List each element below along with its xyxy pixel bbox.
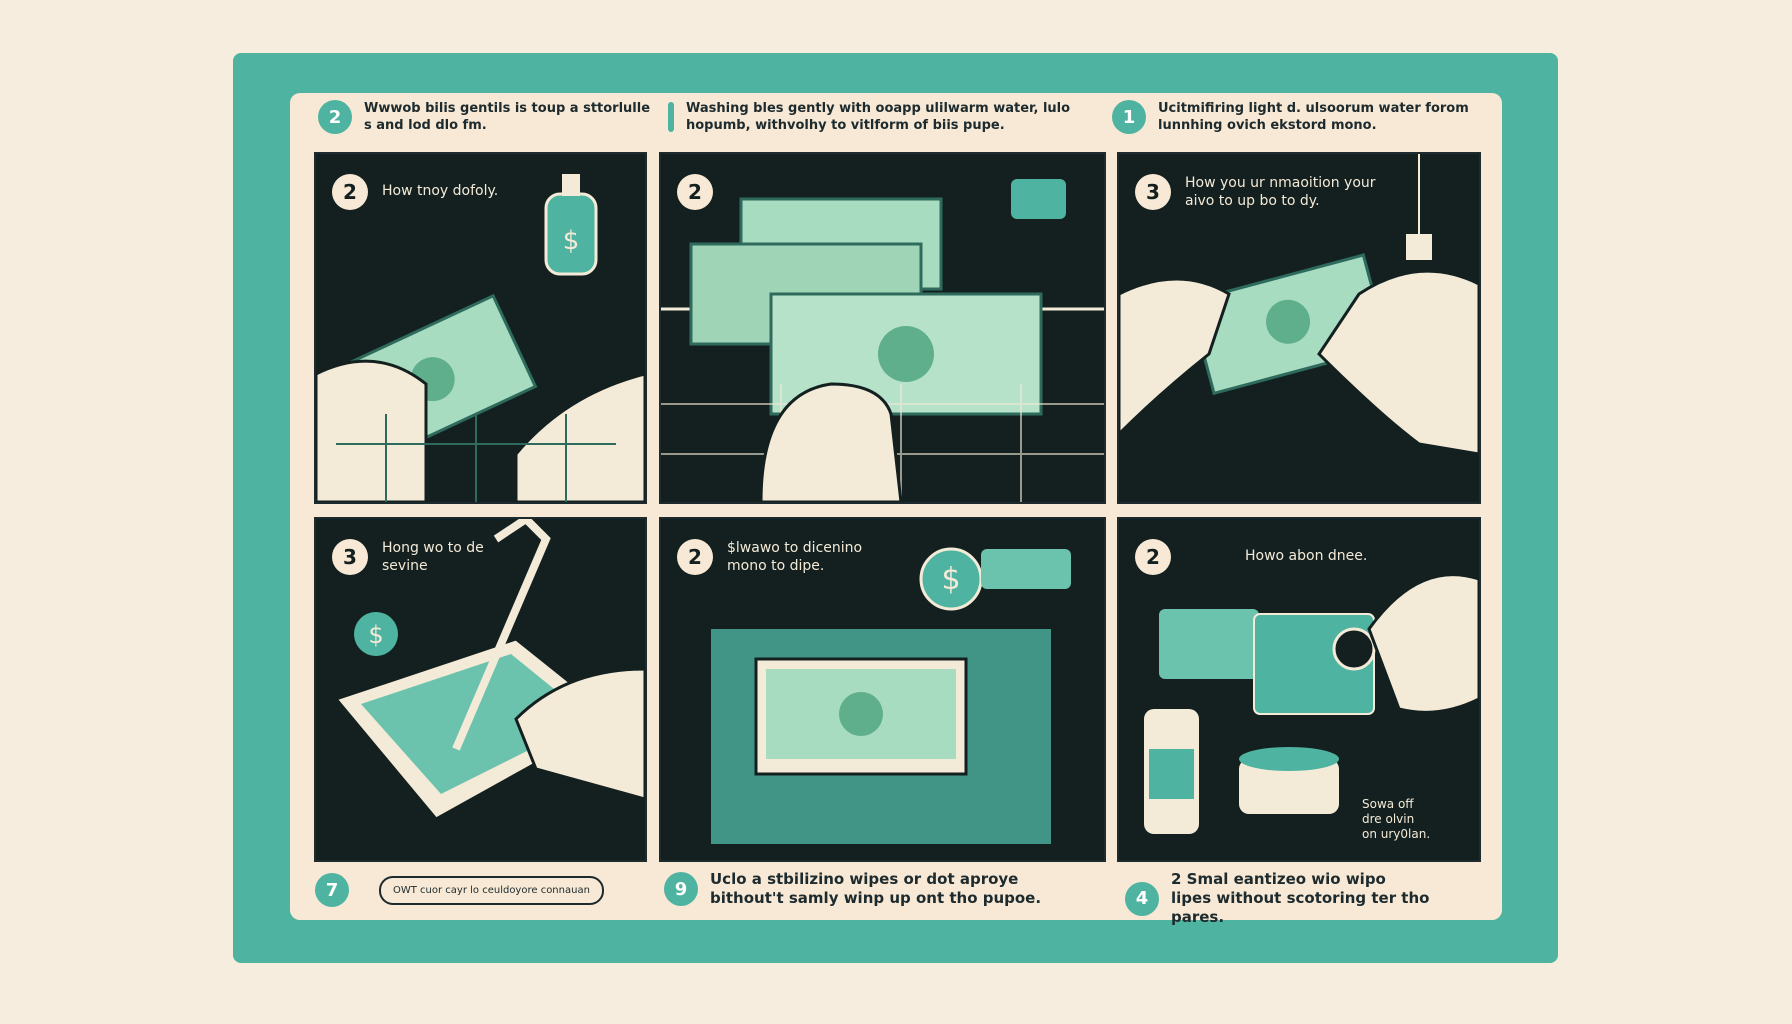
caption-text: Uclo a stbilizino wipes or dot aproye bi… bbox=[710, 870, 1042, 907]
step-badge: 1 bbox=[1112, 100, 1146, 134]
caption-text: Washing bles gently with ooapp ulilwarm … bbox=[686, 101, 1071, 133]
panel-text: $lwawo to dicenino mono to dipe. bbox=[727, 540, 863, 574]
panel-soak-tray: 3 Hong wo to de sevine $ bbox=[314, 517, 647, 862]
accent-bar bbox=[668, 102, 674, 132]
panel-uv-bill: 2 $lwawo to dicenino mono to dipe. $ bbox=[659, 517, 1106, 862]
spray-and-wipes-illustration bbox=[1144, 573, 1479, 834]
panel-text: Howo abon dnee. bbox=[1245, 548, 1368, 564]
step-number: 2 bbox=[677, 174, 713, 210]
step-badge: 4 bbox=[1125, 881, 1159, 916]
step-number: 3 bbox=[1135, 174, 1171, 210]
svg-text:$: $ bbox=[941, 562, 960, 597]
step-number: 2 bbox=[677, 539, 713, 575]
top-caption-3: 1 Ucitmifiring light d. ulsoorum water f… bbox=[1112, 100, 1498, 134]
step-number: 2 bbox=[332, 174, 368, 210]
panel-inspect-bill: 3 How you ur nmaoition your aivo to up bo… bbox=[1117, 152, 1481, 504]
panel-note: Sowa off dre olvin on ury0lan. bbox=[1362, 797, 1431, 841]
svg-text:$: $ bbox=[368, 621, 383, 649]
panel-text: How you ur nmaoition your aivo to up bo … bbox=[1185, 175, 1376, 209]
top-caption-1: 2 Wwwob bilis gentils is toup a sttorlul… bbox=[318, 100, 654, 134]
panel-spray-wipes: 2 Howo abon dnee. Sowa off dre olvin on u… bbox=[1117, 517, 1481, 862]
panel-text: Hong wo to de sevine bbox=[382, 540, 484, 574]
step-number: 3 bbox=[332, 539, 368, 575]
bottom-caption-2: 9 Uclo a stbilizino wipes or dot aproye … bbox=[664, 870, 1070, 908]
panel-hands-bill: 2 How tnoy dofoly. $ bbox=[314, 152, 647, 504]
panel-text: How tnoy dofoly. bbox=[382, 183, 499, 199]
bottom-caption-1: 7 OWT cuor cayr lo ceuldoyore connauan bbox=[315, 873, 604, 907]
caption-text: Wwwob bilis gentils is toup a sttorlulle… bbox=[364, 101, 651, 133]
bills-on-line-illustration bbox=[661, 179, 1104, 502]
step-badge: 2 bbox=[318, 100, 352, 134]
tray-soaking-illustration: $ bbox=[333, 519, 645, 821]
caption-text: Ucitmifiring light d. ulsoorum water for… bbox=[1158, 101, 1469, 133]
hands-inspecting-bill-illustration bbox=[1119, 154, 1479, 456]
caption-pill: OWT cuor cayr lo ceuldoyore connauan bbox=[379, 875, 604, 905]
svg-text:$: $ bbox=[563, 226, 580, 256]
step-number: 2 bbox=[1135, 539, 1171, 575]
bill-in-frame-illustration: $ bbox=[711, 547, 1071, 844]
bottom-caption-3: 4 2 Smal eantizeo wio wipo lipes without… bbox=[1125, 870, 1431, 927]
caption-text: 2 Smal eantizeo wio wipo lipes without s… bbox=[1171, 870, 1430, 926]
step-badge: 7 bbox=[315, 873, 349, 907]
hands-holding-bill-illustration: $ bbox=[316, 174, 645, 502]
top-caption-2: Washing bles gently with ooapp ulilwarm … bbox=[668, 100, 1116, 134]
panel-drying-bills: 2 bbox=[659, 152, 1106, 504]
step-badge: 9 bbox=[664, 872, 698, 906]
